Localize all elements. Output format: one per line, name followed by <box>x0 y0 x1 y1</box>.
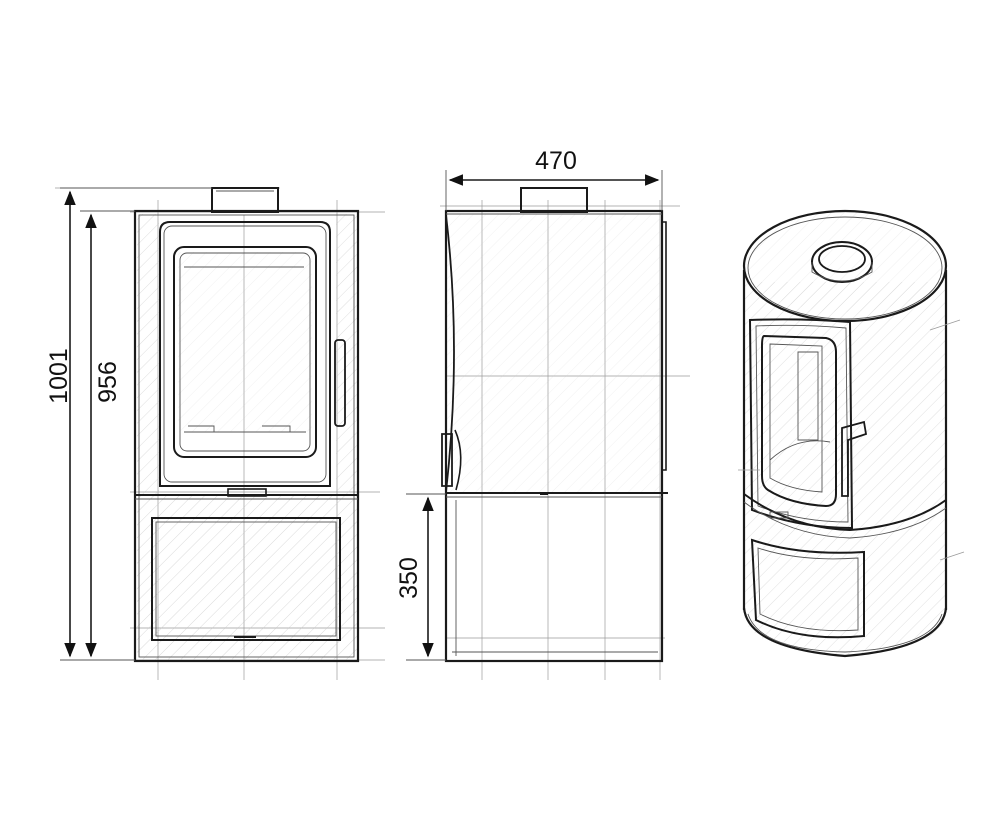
dimension-total-height: 1001 <box>45 187 212 661</box>
front-storage-door <box>151 517 341 641</box>
side-body-outline <box>444 209 664 663</box>
side-view <box>440 187 690 680</box>
front-air-control <box>227 488 267 497</box>
dimension-label-total-height: 1001 <box>45 348 73 404</box>
front-body-outline <box>133 209 360 663</box>
front-flue-collar <box>211 187 279 213</box>
dimension-label-base-height: 350 <box>395 557 423 599</box>
front-view <box>55 187 385 680</box>
perspective-view <box>738 209 965 658</box>
side-door-handle <box>441 433 453 487</box>
cylinder-bottom <box>742 607 948 658</box>
dimension-base-height: 350 <box>395 493 446 661</box>
perspective-storage-door <box>750 538 865 639</box>
front-door-frame <box>159 221 331 487</box>
dimension-label-width: 470 <box>535 147 577 175</box>
perspective-glass-window <box>761 334 837 508</box>
perspective-door-handle <box>841 420 868 497</box>
dimension-width: 470 <box>445 147 663 211</box>
front-door-handle <box>334 339 346 427</box>
side-flue-collar <box>520 187 588 213</box>
dimension-body-height: 956 <box>80 210 135 658</box>
dimension-label-body-height: 956 <box>94 361 122 403</box>
front-glass-window <box>173 246 317 458</box>
